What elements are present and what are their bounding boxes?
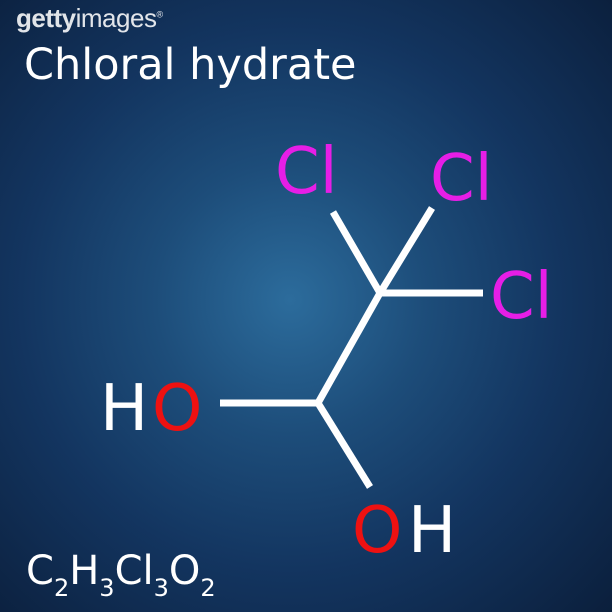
bond-c1-o2: [315, 401, 373, 489]
atom-cl-3: Cl: [490, 260, 552, 334]
atom-h-hydroxyl-1: H: [100, 372, 148, 446]
atom-o-hydroxyl-1: O: [152, 372, 202, 446]
formula-count: 3: [99, 574, 115, 602]
bond-c2-cl1: [329, 210, 384, 295]
bond-c2-cl2: [377, 206, 435, 295]
formula-element: O: [168, 548, 201, 594]
formula-element: C: [26, 548, 54, 594]
atom-o-hydroxyl-2: O: [352, 494, 402, 568]
formula-count: 3: [153, 574, 169, 602]
atom-cl-2: Cl: [430, 142, 492, 216]
atom-h-hydroxyl-2: H: [408, 494, 456, 568]
page-title: Chloral hydrate: [24, 40, 357, 90]
atom-cl-1: Cl: [275, 135, 337, 209]
watermark-bold: getty: [16, 3, 76, 33]
watermark-logo: gettyimages®: [16, 2, 163, 34]
formula-element: Cl: [114, 548, 154, 594]
formula-count: 2: [53, 574, 70, 602]
formula-element: H: [69, 548, 100, 594]
formula-count: 2: [200, 574, 216, 602]
watermark-light: images: [75, 3, 157, 33]
watermark-registered: ®: [156, 9, 163, 20]
molecular-formula: C2H3Cl3O2: [26, 548, 216, 602]
bond-c1-c2: [314, 291, 384, 405]
